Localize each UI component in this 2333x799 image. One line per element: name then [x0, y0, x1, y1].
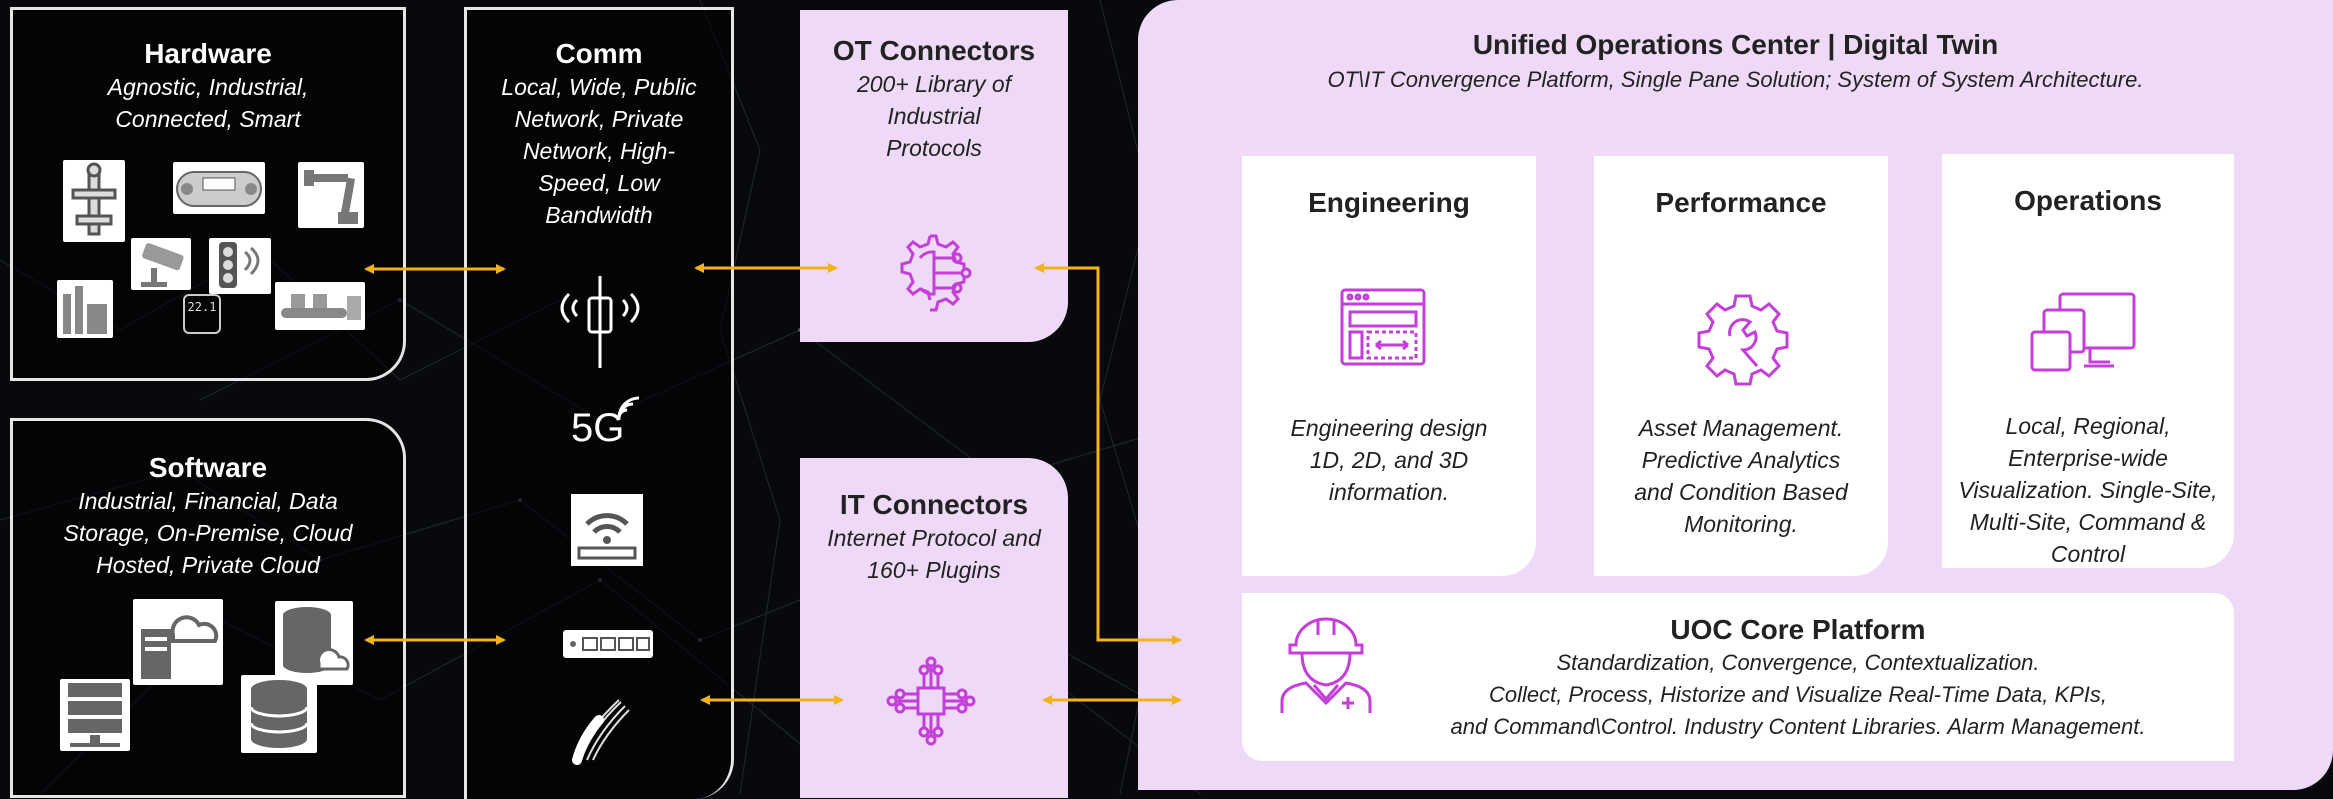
thermostat-display: 22.1 — [187, 300, 217, 314]
core-platform-card: UOC Core Platform Standardization, Conve… — [1242, 593, 2234, 761]
core-platform-line3: and Command\Control. Industry Content Li… — [1450, 714, 2146, 739]
refinery-icon — [57, 280, 113, 338]
core-platform-line1: Standardization, Convergence, Contextual… — [1556, 650, 2040, 675]
meter-icon — [173, 162, 265, 214]
blueprint-window-icon — [1340, 288, 1426, 366]
performance-title: Performance — [1655, 187, 1827, 218]
ot-connectors-title: OT Connectors — [832, 35, 1036, 66]
5g-icon: 5G — [571, 396, 640, 450]
it-connectors-subtitle: Internet Protocol and 160+ Plugins — [827, 525, 1041, 583]
wifi-router-icon — [571, 494, 643, 566]
engineering-text: Engineering design 1D, 2D, and 3D inform… — [1290, 415, 1488, 505]
it-connectors-title: IT Connectors — [839, 489, 1029, 520]
chip-icon — [886, 656, 976, 746]
comm-title: Comm — [555, 38, 643, 69]
uoc-panel: Unified Operations Center | Digital Twin… — [1138, 0, 2333, 790]
thermostat-icon: 22.1 — [183, 294, 221, 334]
performance-card: Performance Asset Management. Predictive… — [1594, 156, 1888, 576]
cloud-server-icon — [133, 599, 223, 685]
engineer-hardhat-icon — [1280, 617, 1372, 713]
core-platform-line2: Collect, Process, Historize and Visualiz… — [1488, 682, 2108, 707]
ot-connectors-panel: OT Connectors 200+ Library of Industrial… — [800, 10, 1068, 342]
software-panel: Software Industrial, Financial, Data Sto… — [10, 418, 406, 798]
it-connectors-panel: IT Connectors Internet Protocol and 160+… — [800, 458, 1068, 798]
radio-tower-icon — [560, 276, 640, 368]
operations-text: Local, Regional, Enterprise-wide Visuali… — [1958, 413, 2218, 567]
wellhead-icon — [63, 160, 125, 242]
operations-card: Operations Local, Regional, Enterprise-w… — [1942, 154, 2234, 568]
engineering-title: Engineering — [1308, 187, 1470, 218]
gear-circuit-icon — [900, 234, 972, 312]
multi-screen-icon — [2030, 292, 2136, 372]
database-cloud-icon — [275, 601, 353, 685]
arrow-ot-core — [1034, 263, 1182, 645]
software-subtitle: Industrial, Financial, Data Storage, On-… — [63, 488, 353, 578]
gear-wrench-icon — [1697, 294, 1789, 386]
hardware-subtitle: Agnostic, Industrial, Connected, Smart — [107, 74, 309, 132]
network-switch-icon — [563, 630, 653, 658]
uoc-subtitle: OT\IT Convergence Platform, Single Pane … — [1327, 67, 2144, 92]
engineering-card: Engineering Engineering design 1D, 2D, a… — [1242, 156, 1536, 576]
robot-arm-icon — [298, 162, 364, 228]
server-rack-icon — [60, 679, 130, 751]
database-icon — [241, 675, 317, 753]
comm-panel: Comm Local, Wide, Public Network, Privat… — [464, 7, 734, 799]
operations-title: Operations — [2014, 185, 2162, 216]
5g-label: 5G — [571, 406, 625, 450]
software-title: Software — [148, 452, 268, 483]
fiber-cable-icon — [572, 699, 630, 765]
hardware-panel: Hardware Agnostic, Industrial, Connected… — [10, 7, 406, 381]
conveyor-icon — [275, 282, 365, 330]
performance-text: Asset Management. Predictive Analytics a… — [1634, 415, 1848, 537]
comm-subtitle: Local, Wide, Public Network, Private Net… — [501, 74, 697, 228]
ot-connectors-subtitle: 200+ Library of Industrial Protocols — [856, 71, 1012, 161]
core-platform-title: UOC Core Platform — [1670, 614, 1926, 645]
hardware-title: Hardware — [144, 38, 272, 69]
traffic-light-icon — [209, 238, 271, 294]
camera-icon — [131, 238, 191, 290]
uoc-title: Unified Operations Center | Digital Twin — [1472, 29, 1999, 60]
